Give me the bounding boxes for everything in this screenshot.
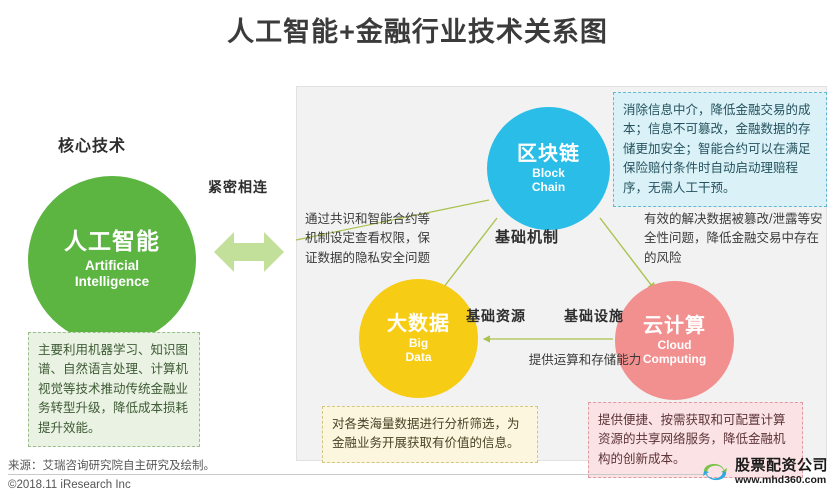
label-core-tech: 核心技术 <box>58 138 127 155</box>
node-label-en: Block Chain <box>531 166 566 194</box>
label-base-mechanism: 基础机制 <box>495 229 560 246</box>
node-label-en: Cloud Computing <box>642 338 707 366</box>
text-consensus-mechanism: 通过共识和智能合约等机制设定查看权限，保证数据的隐私安全问题 <box>305 212 431 265</box>
callout-big-data: 对各类海量数据进行分析筛选，为金融业务开展获取有价值的信息。 <box>322 406 538 463</box>
footer-divider <box>8 474 708 475</box>
node-label-cn: 区块链 <box>517 142 580 165</box>
node-block-chain[interactable]: 区块链 Block Chain <box>487 107 610 230</box>
node-cloud-computing[interactable]: 云计算 Cloud Computing <box>615 281 734 400</box>
watermark-title: 股票配资公司 <box>735 457 829 474</box>
page-title: 人工智能+金融行业技术关系图 <box>227 17 608 47</box>
label-closely-linked: 紧密相连 <box>208 179 268 195</box>
label-base-facility: 基础设施 <box>564 308 624 324</box>
node-label-en: Big Data <box>405 336 432 364</box>
source-line: 来源：艾瑞咨询研究院自主研究及绘制。 <box>8 460 215 472</box>
node-label-cn: 大数据 <box>387 312 450 335</box>
callout-block-chain: 消除信息中介，降低金融交易的成本；信息不可篡改，金融数据的存储更加安全；智能合约… <box>613 92 827 207</box>
callout-cloud-computing: 提供便捷、按需获取和可配置计算资源的共享网络服务，降低金融机构的创新成本。 <box>588 402 803 479</box>
label-base-resource: 基础资源 <box>466 308 526 324</box>
node-label-en: Artificial Intelligence <box>74 257 150 290</box>
callout-artificial-intelligence: 主要利用机器学习、知识图谱、自然语言处理、计算机视觉等技术推动传统金融业务转型升… <box>28 332 200 447</box>
node-big-data[interactable]: 大数据 Big Data <box>359 279 478 398</box>
node-label-cn: 人工智能 <box>64 227 160 254</box>
node-label-cn: 云计算 <box>643 314 706 337</box>
node-artificial-intelligence[interactable]: 人工智能 Artificial Intelligence <box>28 176 196 344</box>
text-tamper-protection: 有效的解决数据被篡改/泄露等安全性问题，降低金融交易中存在的风险 <box>644 212 823 265</box>
watermark: 股票配资公司 www.mhd360.com <box>700 457 829 486</box>
text-compute-storage: 提供运算和存储能力 <box>528 353 642 367</box>
watermark-url: www.mhd360.com <box>735 473 827 486</box>
globe-icon <box>703 463 727 481</box>
copyright-line: ©2018.11 iResearch Inc <box>8 479 131 491</box>
